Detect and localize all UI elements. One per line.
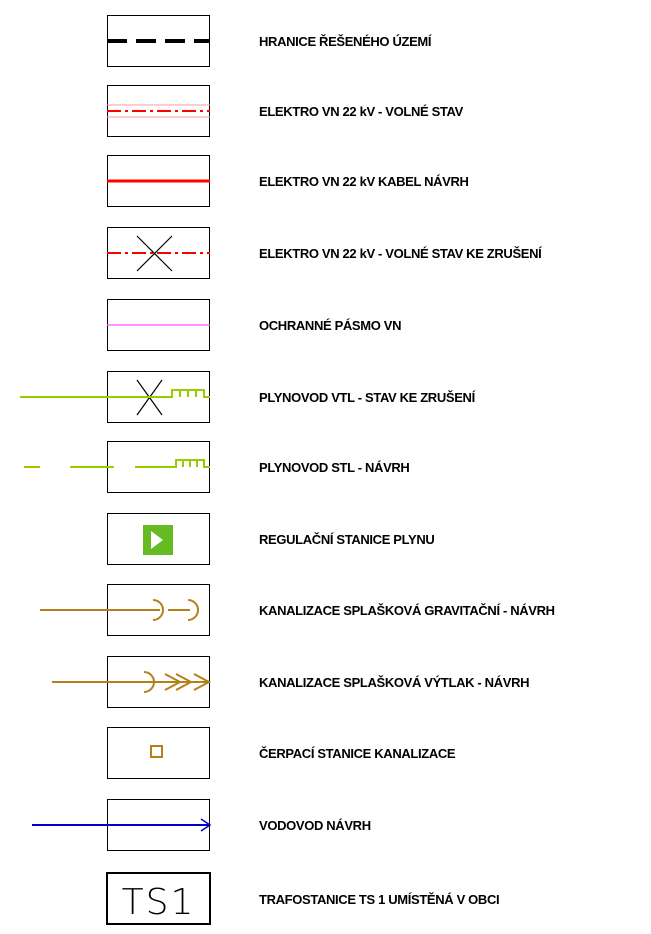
legend-label: ČERPACÍ STANICE KANALIZACE [259,746,456,761]
gravity-sewer-symbol [40,584,210,636]
gas-stl-symbol [24,441,210,493]
legend-label: REGULAČNÍ STANICE PLYNU [259,532,435,547]
legend-row-boundary: HRANICE ŘEŠENÉHO ÚZEMÍ [0,14,651,68]
legend-label: ELEKTRO VN 22 kV - VOLNÉ STAV [259,104,463,119]
pressure-sewer-symbol [52,656,212,708]
legend-row-gas-vtl: PLYNOVOD VTL - STAV KE ZRUŠENÍ [0,370,651,424]
legend-label: HRANICE ŘEŠENÉHO ÚZEMÍ [259,34,432,49]
overhead-line-symbol [107,85,210,137]
legend-row-cable: ELEKTRO VN 22 kV KABEL NÁVRH [0,154,651,208]
legend-label: KANALIZACE SPLAŠKOVÁ GRAVITAČNÍ - NÁVRH [259,603,555,618]
legend-row-pressure-sewer: KANALIZACE SPLAŠKOVÁ VÝTLAK - NÁVRH [0,655,651,709]
legend-label: ELEKTRO VN 22 kV KABEL NÁVRH [259,174,469,189]
legend-row-protection-zone: OCHRANNÉ PÁSMO VN [0,298,651,352]
gas-vtl-removal-symbol [20,371,210,423]
protection-zone-symbol [107,299,210,351]
legend-row-water: VODOVOD NÁVRH [0,798,651,852]
legend-row-pump-station: ČERPACÍ STANICE KANALIZACE [0,726,651,780]
legend-row-gravity-sewer: KANALIZACE SPLAŠKOVÁ GRAVITAČNÍ - NÁVRH [0,583,651,637]
legend-row-overhead-line: ELEKTRO VN 22 kV - VOLNÉ STAV [0,84,651,138]
substation-symbol: TS1 [106,872,211,925]
water-main-symbol [32,799,212,851]
cable-line-symbol [107,155,210,207]
legend-label: ELEKTRO VN 22 kV - VOLNÉ STAV KE ZRUŠENÍ [259,246,542,261]
legend-row-overhead-removal: ELEKTRO VN 22 kV - VOLNÉ STAV KE ZRUŠENÍ [0,226,651,280]
legend-row-gas-stl: PLYNOVOD STL - NÁVRH [0,440,651,494]
overhead-line-removal-symbol [107,227,210,279]
substation-code: TS1 [122,882,196,923]
legend-row-gas-station: REGULAČNÍ STANICE PLYNU [0,512,651,566]
legend-label: KANALIZACE SPLAŠKOVÁ VÝTLAK - NÁVRH [259,675,530,690]
legend-label: VODOVOD NÁVRH [259,818,371,833]
gas-regulation-station-icon [107,513,210,565]
legend-label: PLYNOVOD STL - NÁVRH [259,460,410,475]
legend-label: PLYNOVOD VTL - STAV KE ZRUŠENÍ [259,390,475,405]
boundary-line-symbol [107,15,210,67]
pump-station-icon [107,727,210,779]
legend-label: OCHRANNÉ PÁSMO VN [259,318,402,333]
legend-label: TRAFOSTANICE TS 1 UMÍSTĚNÁ V OBCI [259,892,500,907]
legend-row-substation: TS1 TRAFOSTANICE TS 1 UMÍSTĚNÁ V OBCI [0,872,651,926]
